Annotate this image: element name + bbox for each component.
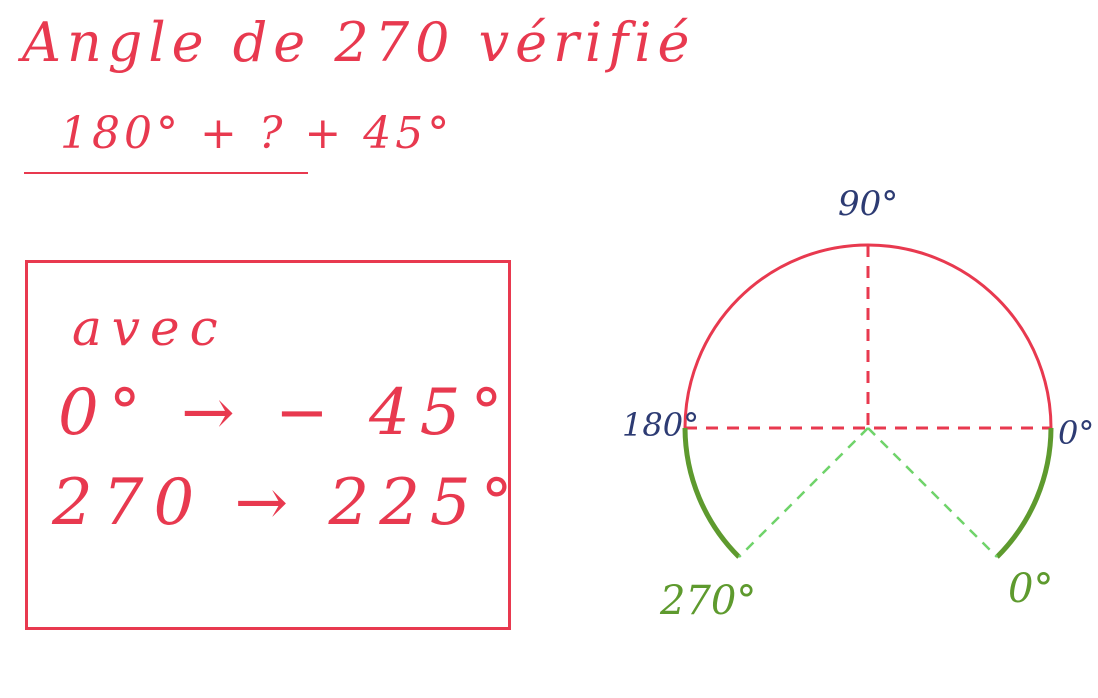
label-right-0-degrees: 0°: [1058, 414, 1094, 452]
note-box: avec 0° → − 45° 270 → 225°: [25, 260, 513, 630]
box-line-270-degrees: 270 → 225°: [52, 466, 523, 540]
formula-text: 180° + ? + 45°: [60, 108, 454, 159]
box-line-avec: avec: [72, 299, 228, 357]
label-bottom-0-degrees: 0°: [1008, 566, 1053, 612]
label-90-degrees: 90°: [838, 184, 898, 224]
lower-left-arc: [682, 427, 741, 559]
formula-underline: [24, 172, 308, 174]
angle-diagram: 90° 180° 0° 270° 0°: [622, 184, 1094, 624]
lower-left-radius-dashed: [738, 427, 869, 558]
label-180-degrees: 180°: [622, 406, 699, 444]
page-title: Angle de 270 vérifié: [22, 11, 696, 74]
lower-right-radius-dashed: [867, 427, 998, 558]
box-line-0-degrees: 0° → − 45°: [58, 376, 513, 450]
label-270-degrees: 270°: [659, 578, 756, 624]
lower-right-arc: [995, 427, 1054, 559]
